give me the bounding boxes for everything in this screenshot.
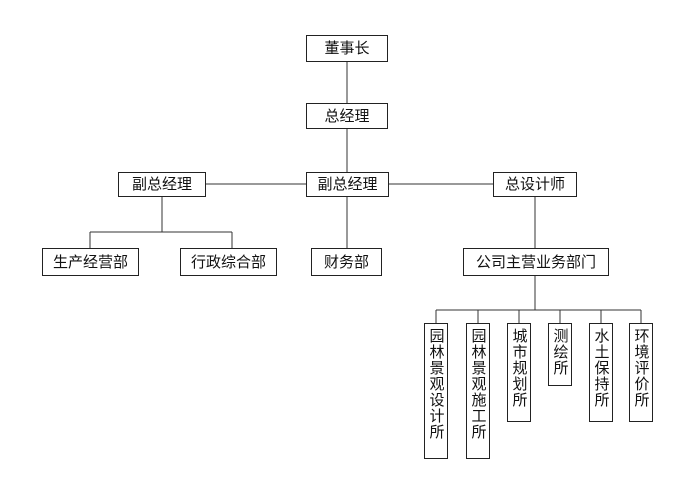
deputy-gm-center-label: 副总经理 xyxy=(317,175,378,193)
main-business-dept-box: 公司主营业务部门 xyxy=(463,248,609,276)
general-manager-box: 总经理 xyxy=(306,103,388,129)
deputy-gm-left-label: 副总经理 xyxy=(131,175,192,193)
institute-label: 环境评价所 xyxy=(632,328,651,408)
institute-soil-conservation: 水土保持所 xyxy=(589,323,613,422)
institute-environmental-assessment: 环境评价所 xyxy=(629,323,653,422)
main-business-dept-label: 公司主营业务部门 xyxy=(475,252,596,271)
institute-urban-planning: 城市规划所 xyxy=(507,323,531,422)
admin-dept-box: 行政综合部 xyxy=(180,248,277,276)
institute-label: 水土保持所 xyxy=(592,328,611,408)
finance-dept-label: 财务部 xyxy=(323,252,369,271)
institute-surveying: 测绘所 xyxy=(548,323,572,386)
institute-landscape-design: 园林景观设计所 xyxy=(424,323,448,459)
chairman-label: 董事长 xyxy=(324,39,370,57)
institute-label: 测绘所 xyxy=(551,328,570,376)
deputy-gm-center-box: 副总经理 xyxy=(306,172,389,197)
production-dept-box: 生产经营部 xyxy=(42,248,139,276)
institute-label: 城市规划所 xyxy=(510,328,529,408)
institute-landscape-construction: 园林景观施工所 xyxy=(466,323,490,459)
deputy-gm-left-box: 副总经理 xyxy=(118,172,206,197)
chairman-box: 董事长 xyxy=(306,35,388,62)
chief-designer-label: 总设计师 xyxy=(504,175,565,193)
chief-designer-box: 总设计师 xyxy=(493,172,577,197)
production-dept-label: 生产经营部 xyxy=(52,252,128,271)
institute-label: 园林景观设计所 xyxy=(427,328,446,440)
finance-dept-box: 财务部 xyxy=(311,248,382,276)
admin-dept-label: 行政综合部 xyxy=(190,252,266,271)
general-manager-label: 总经理 xyxy=(324,106,370,125)
institute-label: 园林景观施工所 xyxy=(469,328,488,440)
